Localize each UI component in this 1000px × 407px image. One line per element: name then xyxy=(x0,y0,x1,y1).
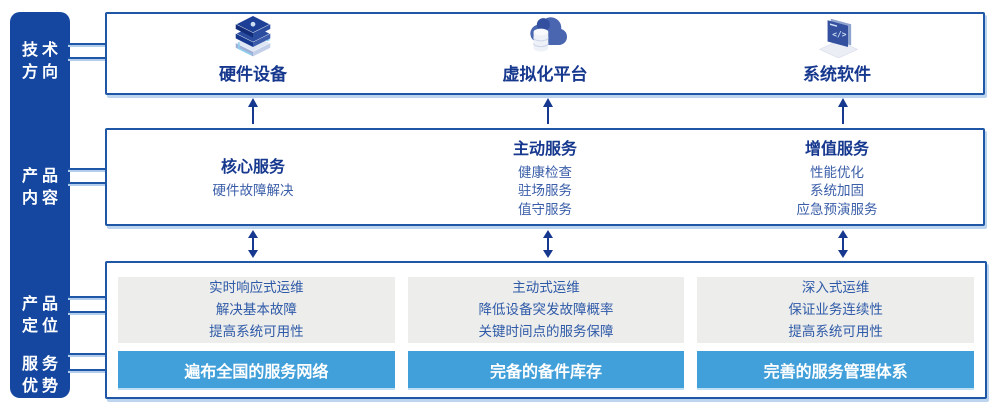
svg-text:</>: </> xyxy=(832,30,846,39)
positioning-line: 主动式运维 xyxy=(512,280,580,296)
positioning-line: 深入式运维 xyxy=(801,280,870,296)
service-item: 值守服务 xyxy=(518,201,572,217)
up-arrow-icon xyxy=(838,98,848,124)
connector-line xyxy=(68,311,106,313)
tech-item-software: </> 系统软件 xyxy=(691,14,983,93)
service-column-value-added: 增值服务 性能优化 系统加固 应急预演服务 xyxy=(691,130,983,224)
cloud-database-icon xyxy=(530,17,567,52)
sidebar-label-line: 技术 xyxy=(21,42,62,59)
positioning-box: 深入式运维 保证业务连续性 提高系统可用性 xyxy=(697,277,975,344)
positioning-line: 提高系统可用性 xyxy=(788,324,883,340)
service-heading: 增值服务 xyxy=(804,140,869,158)
double-arrow-icon xyxy=(543,230,553,258)
positioning-line: 提高系统可用性 xyxy=(209,324,304,340)
service-item: 驻场服务 xyxy=(518,183,572,199)
positioning-box: 主动式运维 降低设备突发故障概率 关键时间点的服务保障 xyxy=(407,277,685,344)
advantage-bar: 完备的备件库存 xyxy=(407,351,685,388)
service-item: 系统加固 xyxy=(810,183,864,199)
sidebar-label-tech-direction: 技术 方向 xyxy=(10,40,70,84)
sidebar-label-product-positioning: 产品 定位 xyxy=(10,294,70,338)
connector-line xyxy=(68,57,106,59)
tech-item-label: 虚拟化平台 xyxy=(502,65,588,84)
connector-line xyxy=(68,182,106,184)
sidebar-label-product-content: 产品 内容 xyxy=(10,166,70,210)
advantage-bar: 完善的服务管理体系 xyxy=(697,351,975,388)
sidebar-label-line: 方向 xyxy=(21,64,62,81)
positioning-line: 保证业务连续性 xyxy=(788,302,883,318)
bottom-column-3: 深入式运维 保证业务连续性 提高系统可用性 完善的服务管理体系 xyxy=(697,277,975,388)
double-arrow-icon xyxy=(838,230,848,258)
connector-line xyxy=(68,353,106,355)
tech-item-hardware: 硬件设备 xyxy=(107,14,399,93)
connector-line xyxy=(68,369,106,371)
product-content-box: 核心服务 硬件故障解决 主动服务 健康检查 驻场服务 值守服务 增值服务 性能优… xyxy=(105,128,985,226)
positioning-line: 解决基本故障 xyxy=(215,302,297,318)
sidebar: 技术 方向 产品 内容 产品 定位 服务 优势 xyxy=(10,12,70,398)
sidebar-label-service-advantage: 服务 优势 xyxy=(10,354,70,398)
tech-item-label: 系统软件 xyxy=(803,65,871,84)
up-arrow-icon xyxy=(543,98,553,124)
sidebar-label-line: 产品 xyxy=(21,296,62,313)
service-item: 健康检查 xyxy=(518,164,572,180)
bottom-column-2: 主动式运维 降低设备突发故障概率 关键时间点的服务保障 完备的备件库存 xyxy=(407,277,685,388)
tech-item-label: 硬件设备 xyxy=(219,65,287,84)
service-heading: 核心服务 xyxy=(220,159,285,177)
service-item: 硬件故障解决 xyxy=(212,183,294,199)
connector-line xyxy=(68,168,106,170)
sidebar-label-line: 优势 xyxy=(21,378,62,395)
service-heading: 主动服务 xyxy=(512,140,577,158)
tech-item-virtualization: 虚拟化平台 xyxy=(399,14,691,93)
tech-direction-box: 硬件设备 虚拟化平台 xyxy=(105,12,985,95)
sidebar-label-line: 服务 xyxy=(21,356,62,373)
service-item: 应急预演服务 xyxy=(796,201,878,217)
positioning-line: 降低设备突发故障概率 xyxy=(478,302,614,318)
bottom-column-1: 实时响应式运维 解决基本故障 提高系统可用性 遍布全国的服务网络 xyxy=(118,277,395,388)
sidebar-label-line: 产品 xyxy=(21,168,62,185)
software-window-icon: </> xyxy=(818,18,859,58)
sidebar-label-line: 定位 xyxy=(21,318,62,335)
positioning-box: 实时响应式运维 解决基本故障 提高系统可用性 xyxy=(118,277,395,344)
connector-line xyxy=(68,43,106,45)
connector-line xyxy=(68,296,106,298)
positioning-line: 关键时间点的服务保障 xyxy=(478,324,614,340)
service-column-core: 核心服务 硬件故障解决 xyxy=(107,130,399,224)
server-stack-icon xyxy=(234,15,272,57)
advantage-bar: 遍布全国的服务网络 xyxy=(118,351,395,388)
up-arrow-icon xyxy=(248,98,258,124)
double-arrow-icon xyxy=(248,230,258,258)
sidebar-label-line: 内容 xyxy=(21,190,62,207)
positioning-advantage-box: 实时响应式运维 解决基本故障 提高系统可用性 遍布全国的服务网络 主动式运维 降… xyxy=(105,261,987,399)
service-item: 性能优化 xyxy=(810,164,864,180)
positioning-line: 实时响应式运维 xyxy=(209,280,304,296)
service-column-proactive: 主动服务 健康检查 驻场服务 值守服务 xyxy=(399,130,691,224)
